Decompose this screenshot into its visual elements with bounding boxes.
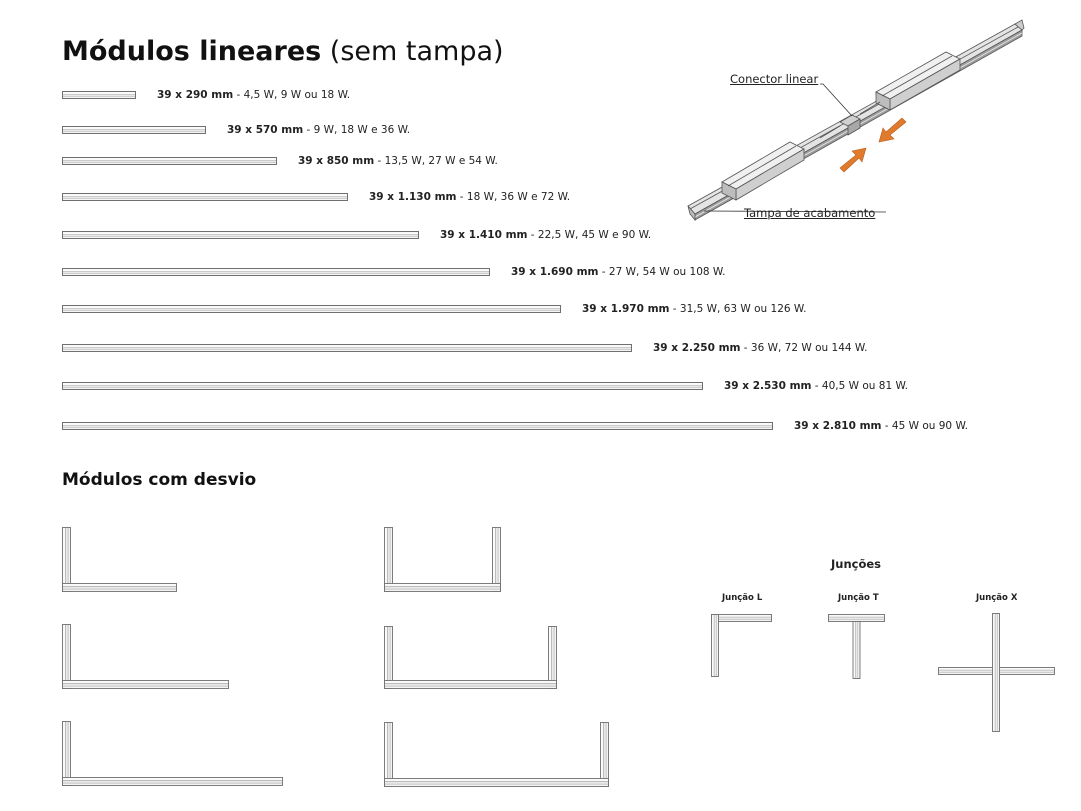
module-dim: 39 x 1.130 mm — [369, 191, 457, 203]
module-row-850: 39 x 850 mm - 13,5 W, 27 W e 54 W. — [62, 155, 498, 167]
module-spec: 39 x 2.810 mm - 45 W ou 90 W. — [794, 420, 968, 432]
deviation-module-l-long — [62, 721, 283, 786]
deviation-module-u-long — [384, 722, 609, 787]
module-power: - 13,5 W, 27 W e 54 W. — [374, 155, 498, 167]
module-dim: 39 x 290 mm — [157, 89, 234, 101]
module-row-1970: 39 x 1.970 mm - 31,5 W, 63 W ou 126 W. — [62, 303, 806, 315]
profile-bar — [62, 382, 703, 390]
profile-bar — [62, 231, 419, 239]
profile-bar — [62, 268, 490, 276]
module-spec: 39 x 1.970 mm - 31,5 W, 63 W ou 126 W. — [582, 303, 806, 315]
junction-x-label: Junção X — [976, 593, 1018, 603]
deviation-module-u-short — [384, 527, 501, 592]
junction-t-shape — [828, 614, 885, 679]
profile-bar — [62, 91, 136, 99]
module-power: - 36 W, 72 W ou 144 W. — [740, 342, 868, 354]
module-dim: 39 x 2.530 mm — [724, 380, 812, 392]
module-row-570: 39 x 570 mm - 9 W, 18 W e 36 W. — [62, 124, 410, 136]
junctions-title: Junções — [831, 557, 882, 571]
module-spec: 39 x 1.410 mm - 22,5 W, 45 W e 90 W. — [440, 229, 651, 241]
module-dim: 39 x 2.250 mm — [653, 342, 741, 354]
module-dim: 39 x 1.970 mm — [582, 303, 670, 315]
module-power: - 45 W ou 90 W. — [881, 420, 968, 432]
linear-connector-illustration — [687, 19, 1025, 222]
module-power: - 9 W, 18 W e 36 W. — [303, 124, 411, 136]
page-title: Módulos lineares (sem tampa) — [62, 38, 504, 65]
module-dim: 39 x 570 mm — [227, 124, 304, 136]
module-spec: 39 x 1.130 mm - 18 W, 36 W e 72 W. — [369, 191, 570, 203]
junction-x-shape — [938, 613, 1055, 732]
profile-bar — [62, 305, 561, 313]
connector-label: Conector linear — [730, 72, 819, 86]
module-spec: 39 x 1.690 mm - 27 W, 54 W ou 108 W. — [511, 266, 725, 278]
module-power: - 31,5 W, 63 W ou 126 W. — [669, 303, 807, 315]
module-spec: 39 x 850 mm - 13,5 W, 27 W e 54 W. — [298, 155, 498, 167]
module-power: - 22,5 W, 45 W e 90 W. — [527, 229, 652, 241]
title-normal: (sem tampa) — [329, 36, 504, 67]
title-bold: Módulos lineares — [62, 36, 322, 67]
section-title-deviation: Módulos com desvio — [62, 470, 257, 490]
module-dim: 39 x 1.690 mm — [511, 266, 599, 278]
profile-bar — [62, 193, 348, 201]
profile-bar — [62, 157, 277, 165]
module-power: - 40,5 W ou 81 W. — [811, 380, 908, 392]
module-power: - 27 W, 54 W ou 108 W. — [598, 266, 726, 278]
module-row-290: 39 x 290 mm - 4,5 W, 9 W ou 18 W. — [62, 89, 350, 101]
module-spec: 39 x 2.530 mm - 40,5 W ou 81 W. — [724, 380, 908, 392]
module-power: - 4,5 W, 9 W ou 18 W. — [233, 89, 351, 101]
module-row-2250: 39 x 2.250 mm - 36 W, 72 W ou 144 W. — [62, 342, 867, 354]
module-spec: 39 x 570 mm - 9 W, 18 W e 36 W. — [227, 124, 410, 136]
profile-bar — [62, 422, 773, 430]
module-spec: 39 x 290 mm - 4,5 W, 9 W ou 18 W. — [157, 89, 350, 101]
cover-label: Tampa de acabamento — [744, 206, 876, 220]
junction-l-label: Junção L — [722, 593, 763, 603]
deviation-module-l-short — [62, 527, 177, 592]
module-row-2530: 39 x 2.530 mm - 40,5 W ou 81 W. — [62, 380, 908, 392]
module-dim: 39 x 1.410 mm — [440, 229, 528, 241]
module-row-1690: 39 x 1.690 mm - 27 W, 54 W ou 108 W. — [62, 266, 725, 278]
junction-l-shape — [711, 614, 772, 677]
profile-bar — [62, 344, 632, 352]
deviation-module-u-medium — [384, 626, 557, 689]
module-dim: 39 x 850 mm — [298, 155, 375, 167]
module-row-2810: 39 x 2.810 mm - 45 W ou 90 W. — [62, 420, 968, 432]
module-power: - 18 W, 36 W e 72 W. — [456, 191, 571, 203]
junction-t-label: Junção T — [838, 593, 879, 603]
profile-bar — [62, 126, 206, 134]
module-row-1410: 39 x 1.410 mm - 22,5 W, 45 W e 90 W. — [62, 229, 651, 241]
module-row-1130: 39 x 1.130 mm - 18 W, 36 W e 72 W. — [62, 191, 570, 203]
module-spec: 39 x 2.250 mm - 36 W, 72 W ou 144 W. — [653, 342, 867, 354]
module-dim: 39 x 2.810 mm — [794, 420, 882, 432]
deviation-module-l-medium — [62, 624, 229, 689]
